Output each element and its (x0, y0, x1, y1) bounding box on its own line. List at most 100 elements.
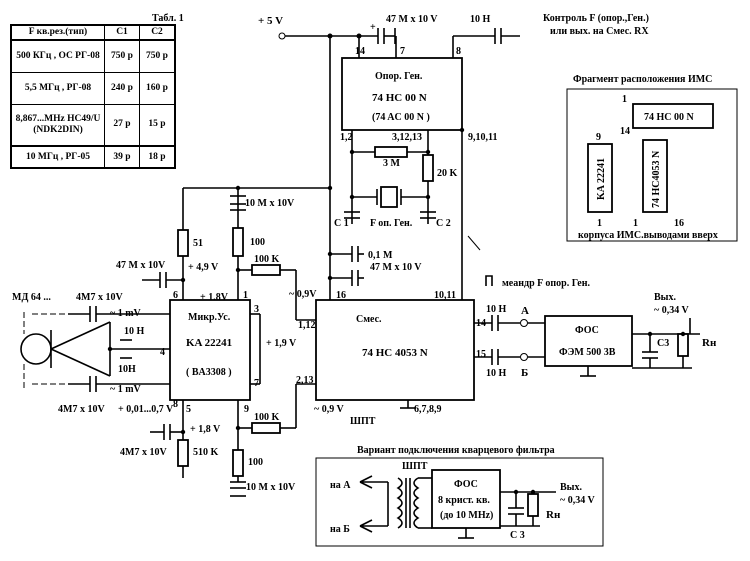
meander-icon (485, 275, 493, 286)
pin-label: 6 (173, 290, 178, 301)
transformer-coil-right (413, 477, 420, 529)
r-100-bot-label: 100 (248, 457, 263, 468)
variant-out-label: Вых. (560, 482, 582, 493)
fragment-chip-hc4053 (642, 139, 668, 213)
junction (327, 275, 333, 281)
pin-label: 9 (596, 132, 601, 143)
table-cell-type: 8,867...MHz HC49/U (NDK2DIN) (10, 103, 105, 147)
junction (425, 194, 431, 200)
f-label: F оп. Ген. (370, 218, 413, 229)
plus-mark: + (370, 22, 376, 33)
label-b: Б (521, 367, 528, 379)
variant-fos-label: ФОС (454, 479, 478, 490)
junction (235, 267, 241, 273)
pin-label: 9,10,11 (468, 132, 497, 143)
terminal-b[interactable] (520, 353, 528, 361)
table-cell-c2: 15 р (139, 103, 176, 147)
pin-label: 1,12 (298, 320, 316, 331)
pin-label: 9 (244, 404, 249, 415)
resistor-51 (177, 229, 189, 257)
fragment-chip-ka22241 (587, 143, 613, 213)
table-header-type: F кв.рез.(тип) (10, 24, 105, 41)
r-100k-bot-label: 100 K (254, 412, 280, 423)
c-47m-left-label: 47 M x 10V (116, 260, 166, 271)
variant-shpt-label: ШПТ (402, 461, 428, 472)
control-label-2: или вых. на Смес. RX (550, 26, 649, 37)
fos-label: ФОС (575, 325, 599, 336)
junction (180, 429, 186, 435)
junction (513, 489, 519, 495)
fragment-chip2-label: 74 HC4053 N (651, 150, 662, 208)
mixer-chip (315, 299, 475, 401)
fragment-chip-hc00 (632, 103, 714, 129)
meander-label: меандр F опор. Ген. (502, 278, 590, 289)
table-cell-c1: 750 р (104, 39, 140, 73)
junction (349, 149, 355, 155)
resistor-3m (374, 146, 408, 158)
pin-label: 8 (456, 46, 461, 57)
r-10h-a-label: 10 H (486, 304, 507, 315)
resistor-100-top (232, 227, 244, 257)
c-10m-top-label: 10 M x 10V (245, 198, 295, 209)
mic-label: МД 64 ... (12, 292, 51, 303)
ref-gen-chip-alt: (74 AC 00 N ) (372, 112, 430, 123)
table-row: 10 МГц , РГ-05 39 р 18 р (10, 145, 176, 169)
mic-amp-chip (169, 299, 251, 401)
resistor-20k (422, 154, 434, 182)
resistor-100k-bot (251, 422, 281, 434)
v-49-label: + 4,9 V (188, 262, 219, 273)
ref-gen-chip (341, 57, 463, 131)
v-18a-label: + 1,8V (200, 292, 229, 303)
wire (50, 348, 111, 377)
junction (235, 425, 241, 431)
wire (50, 321, 111, 350)
c3-label: C3 (657, 338, 669, 349)
ref-gen-chip-name: 74 HC 00 N (372, 92, 427, 104)
pin-label: 14 (620, 126, 630, 137)
c-4m7-low-label: 4M7 x 10V (120, 447, 167, 458)
r-10h-b-label: 10 H (486, 368, 507, 379)
junction (349, 194, 355, 200)
c2-label: C 2 (436, 218, 451, 229)
pin-label: 1 (622, 94, 627, 105)
microphone-icon (20, 333, 52, 365)
junction (459, 127, 465, 133)
c-4m7-top-label: 4M7 x 10V (76, 292, 123, 303)
pin-label: 14 (355, 46, 365, 57)
terminal-a[interactable] (520, 319, 528, 327)
c1-label: C 1 (334, 218, 349, 229)
junction (530, 489, 536, 495)
fragment-box (566, 88, 738, 242)
r-100-top-label: 100 (250, 237, 265, 248)
pin-label: 1 (633, 218, 638, 229)
mic-amp-chip-name: KA 22241 (186, 337, 232, 349)
table-cell-type: 500 КГц , ОС РГ-08 (10, 39, 105, 73)
r-10h-label: 10 H (124, 326, 145, 337)
table-caption: Табл. 1 (152, 13, 184, 24)
resistor-100-bot (232, 449, 244, 477)
r-3m-label: 3 M (383, 158, 401, 169)
shpt-label: ШПТ (350, 416, 376, 427)
junction (327, 185, 333, 191)
v-1mv-top-label: ~ 1 mV (110, 308, 142, 319)
arrow (467, 235, 481, 251)
table-cell-c1: 27 р (104, 103, 140, 147)
junction (647, 331, 653, 337)
pin-label: 7 (400, 46, 405, 57)
pin-label: 2,13 (296, 375, 314, 386)
fem-label: ФЭМ 500 3В (559, 347, 616, 358)
variant-freq-label: (до 10 MHz) (440, 510, 493, 521)
mic-amp-chip-alt: ( BA3308 ) (186, 367, 232, 378)
pin-label: 1 (243, 290, 248, 301)
crystal-table: F кв.рез.(тип) C1 C2 500 КГц , ОС РГ-08 … (10, 24, 176, 169)
pin-label: 1,2 (340, 132, 353, 143)
fragment-chip1-label: 74 HC 00 N (644, 112, 695, 123)
v-09a-label: ~ 0,9V (289, 289, 317, 300)
transformer-coil-left (396, 477, 403, 529)
table-header-c2: C2 (139, 24, 176, 41)
v-1mv-bot-label: ~ 1 mV (110, 384, 142, 395)
pin-label: 16 (336, 290, 346, 301)
variant-box (315, 457, 604, 547)
variant-c3-label: C 3 (510, 530, 525, 541)
variant-crystals-label: 8 крист. кв. (438, 495, 490, 506)
